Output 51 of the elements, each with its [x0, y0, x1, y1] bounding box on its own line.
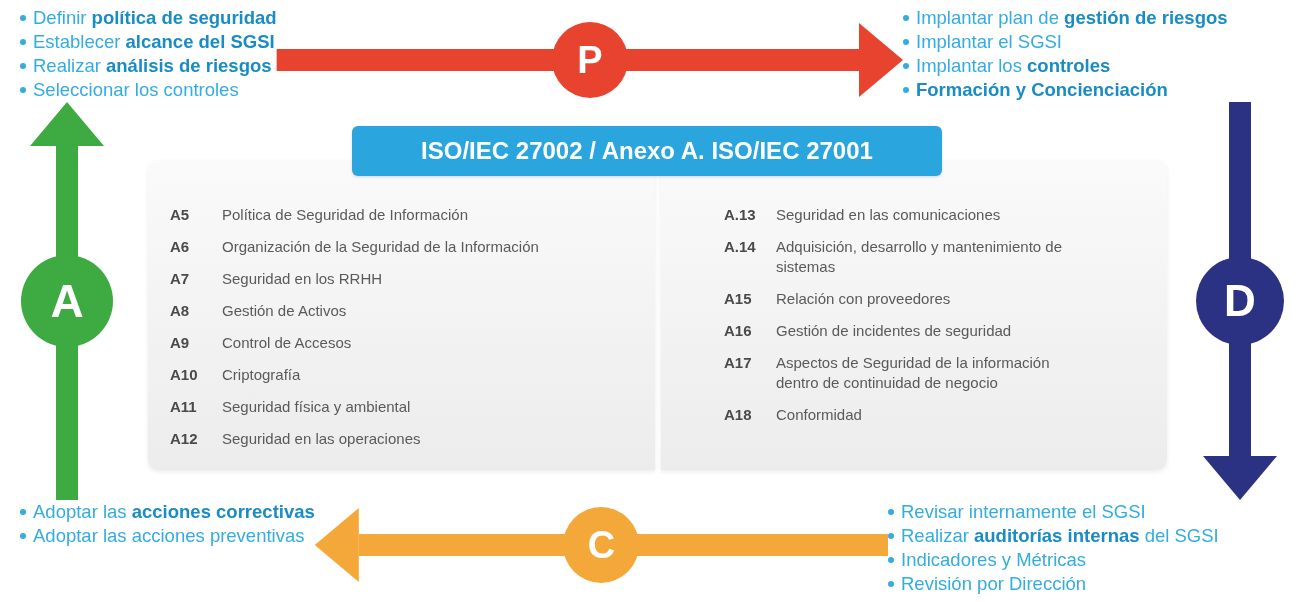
- cycle-arrow: [276, 23, 903, 97]
- phase-circle: D: [1196, 257, 1284, 345]
- clause-code: A7: [170, 269, 191, 289]
- clause-code: A18: [724, 405, 753, 425]
- phase-circle: C: [563, 507, 640, 583]
- bullet-item: Definir política de seguridad: [33, 6, 277, 30]
- clause-code: A15: [724, 289, 753, 309]
- bullet-item: Adoptar las acciones correctivas: [33, 500, 315, 524]
- clause-code: A5: [170, 205, 191, 225]
- clause-title: Conformidad: [776, 405, 862, 425]
- clause-code: A12: [170, 429, 199, 449]
- bullet-item: Realizar análisis de riesgos: [33, 54, 272, 78]
- title-banner: ISO/IEC 27002 / Anexo A. ISO/IEC 27001: [352, 126, 942, 176]
- phase-circle: A: [21, 255, 113, 347]
- bullet-item: Establecer alcance del SGSI: [33, 30, 275, 54]
- bullet-item: Adoptar las acciones preventivas: [33, 524, 305, 548]
- clause-title: Seguridad en los RRHH: [222, 269, 383, 289]
- bullet-item: Implantar los controles: [916, 54, 1111, 78]
- clause-code: A10: [170, 365, 199, 385]
- clause-title: Organización de la Seguridad de la Información: [222, 237, 539, 257]
- clause-code: A8: [170, 301, 191, 321]
- clause-panel: [661, 160, 1167, 470]
- clause-code: A.13: [724, 205, 757, 225]
- clause-title: Gestión de Activos: [222, 301, 347, 321]
- clause-title: Criptografía: [222, 365, 301, 385]
- bullet-item: Revisar internamente el SGSI: [901, 500, 1146, 524]
- bullet-item: Revisión por Dirección: [901, 572, 1087, 596]
- clause-code: A11: [170, 397, 198, 417]
- clause-title: Control de Accesos: [222, 333, 352, 353]
- clause-code: A9: [170, 333, 191, 353]
- clause-title: Adquisición, desarrollo y mantenimiento de sistemas: [776, 237, 1063, 277]
- clause-title: Gestión de incidentes de seguridad: [776, 321, 1012, 341]
- clause-panel: [148, 160, 655, 470]
- clause-title: Seguridad en las comunicaciones: [776, 205, 1001, 225]
- clause-code: A17: [724, 353, 753, 373]
- bullet-item: Indicadores y Métricas: [901, 548, 1087, 572]
- clause-code: A6: [170, 237, 191, 257]
- clause-title: Aspectos de Seguridad de la información dentro de continuidad de negocio: [776, 353, 1051, 393]
- bullet-item: Seleccionar los controles: [33, 78, 239, 102]
- clause-code: A16: [724, 321, 753, 341]
- clause-title: Política de Seguridad de Información: [222, 205, 468, 225]
- cycle-arrow: [314, 508, 888, 582]
- bullet-item: Realizar auditorías internas del SGSI: [901, 524, 1219, 548]
- clause-code: A.14: [724, 237, 757, 257]
- clause-title: Relación con proveedores: [776, 289, 951, 309]
- clause-title: Seguridad física y ambiental: [222, 397, 411, 417]
- phase-circle: P: [551, 22, 628, 98]
- bullet-item: Implantar plan de gestión de riesgos: [916, 6, 1228, 30]
- clause-title: Seguridad en las operaciones: [222, 429, 421, 449]
- bullet-item: Implantar el SGSI: [916, 30, 1062, 54]
- bullet-item: Formación y Concienciación: [916, 78, 1168, 102]
